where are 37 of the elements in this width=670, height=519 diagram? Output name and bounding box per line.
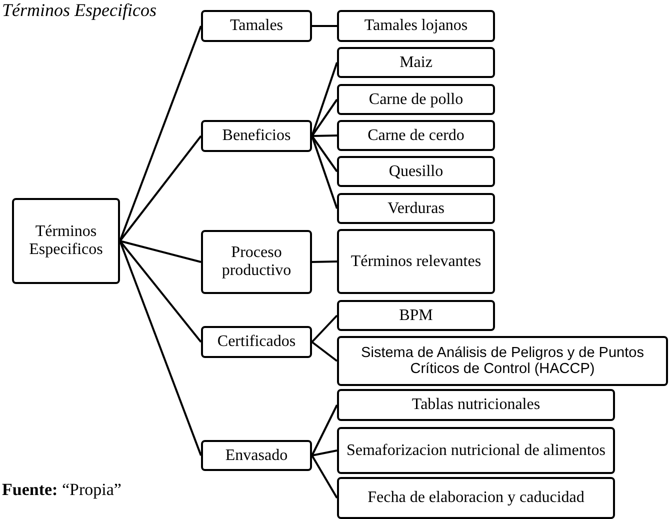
connector-line xyxy=(312,134,338,137)
connector-line xyxy=(119,240,202,343)
term-box: Envasado xyxy=(201,440,312,471)
term-box: Tablas nutricionales xyxy=(337,389,615,421)
term-box: Carne de pollo xyxy=(337,84,495,115)
connector-line xyxy=(120,240,202,263)
term-box: BPM xyxy=(337,300,495,331)
diagram-title: Términos Especificos xyxy=(2,0,156,21)
term-box: Carne de cerdo xyxy=(337,120,495,151)
connector-line xyxy=(311,404,338,456)
connector-line xyxy=(119,26,202,242)
term-box: Quesillo xyxy=(337,156,495,187)
term-box: Términos Especificos xyxy=(12,198,120,284)
term-box: Tamales lojanos xyxy=(337,10,495,42)
connector-line xyxy=(311,314,338,343)
connector-line xyxy=(311,62,338,136)
source-note: Fuente: “Propia” xyxy=(2,480,122,500)
connector-line xyxy=(311,98,338,137)
term-box: Tamales xyxy=(201,10,312,42)
term-box: Beneficios xyxy=(201,120,312,152)
connector-line xyxy=(311,341,338,362)
term-box: Términos relevantes xyxy=(337,229,495,294)
term-box: Sistema de Análisis de Peligros y de Puntos Críticos de Control (HACCP) xyxy=(337,336,668,386)
connector-line xyxy=(312,25,337,27)
term-box: Verduras xyxy=(337,193,495,224)
term-box: Maiz xyxy=(337,47,495,78)
connector-line xyxy=(312,260,338,263)
term-box: Fecha de elaboracion y caducidad xyxy=(337,477,615,519)
term-box: Certificados xyxy=(201,326,312,358)
connector-line xyxy=(311,136,338,209)
term-box: Proceso productivo xyxy=(201,230,312,294)
connector-line xyxy=(119,135,202,242)
connector-line xyxy=(312,450,338,456)
connector-line xyxy=(311,455,338,498)
connector-line xyxy=(311,135,338,172)
connector-line xyxy=(119,240,202,456)
term-box: Semaforizacion nutricional de alimentos xyxy=(337,427,615,474)
